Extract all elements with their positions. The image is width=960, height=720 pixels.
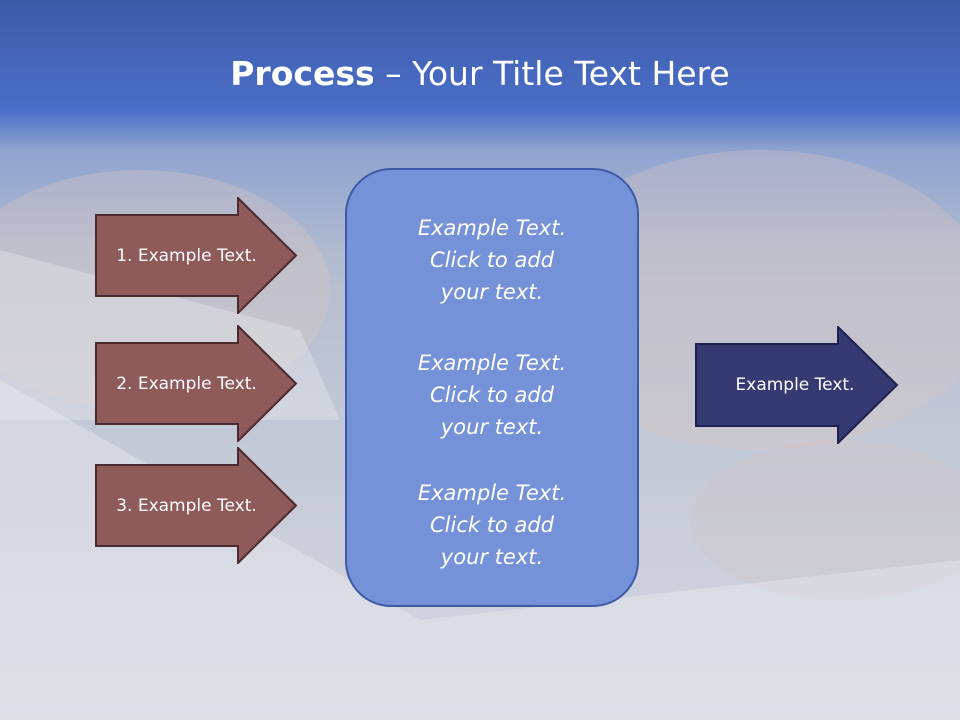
- title-bold: Process: [230, 54, 375, 93]
- paragraph-2-line-2: Click to add: [429, 383, 554, 407]
- left-arrow-2[interactable]: 2. Example Text.: [95, 325, 300, 442]
- left-arrow-2-shape: [95, 325, 298, 442]
- paragraph-3-line-3: your text.: [440, 545, 544, 569]
- left-arrow-3-label: 3. Example Text.: [116, 495, 257, 516]
- left-arrow-1-shape: [95, 197, 298, 314]
- center-paragraph-1: Example Text. Click to add your text.: [345, 212, 639, 308]
- right-arrow-shape: [695, 326, 899, 444]
- right-arrow[interactable]: Example Text.: [695, 326, 900, 444]
- paragraph-2-line-3: your text.: [440, 415, 544, 439]
- paragraph-1-line-1: Example Text.: [417, 216, 567, 240]
- center-paragraph-3: Example Text. Click to add your text.: [345, 477, 639, 573]
- paragraph-3-line-1: Example Text.: [417, 481, 567, 505]
- right-arrow-label: Example Text.: [735, 375, 855, 395]
- left-arrow-3-shape: [95, 447, 298, 564]
- center-text-box[interactable]: Example Text. Click to add your text. Ex…: [345, 168, 639, 607]
- slide-title: Process – Your Title Text Here: [0, 52, 960, 96]
- left-arrow-2-label: 2. Example Text.: [116, 373, 257, 394]
- left-arrow-1[interactable]: 1. Example Text.: [95, 197, 300, 314]
- title-rest: – Your Title Text Here: [374, 54, 730, 93]
- left-arrow-1-label: 1. Example Text.: [116, 245, 257, 266]
- paragraph-1-line-2: Click to add: [429, 248, 554, 272]
- paragraph-3-line-2: Click to add: [429, 513, 554, 537]
- paragraph-2-line-1: Example Text.: [417, 351, 567, 375]
- center-box-shape: [345, 168, 639, 607]
- center-paragraph-2: Example Text. Click to add your text.: [345, 347, 639, 443]
- left-arrow-3[interactable]: 3. Example Text.: [95, 447, 300, 564]
- paragraph-1-line-3: your text.: [440, 280, 544, 304]
